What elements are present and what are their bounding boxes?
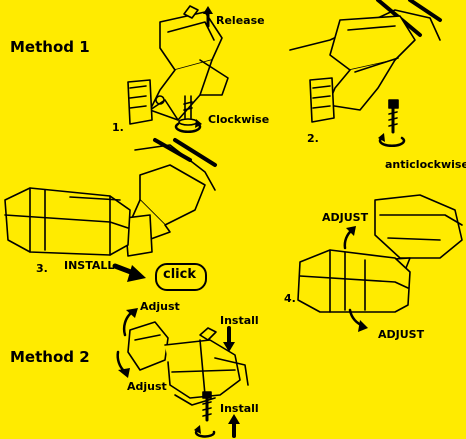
install-label: INSTALL [64,259,115,272]
step-3-number: 3. [36,262,48,275]
method2-adjust-bottom-arrow-icon [116,350,130,378]
step-1-number: 1. [112,121,124,134]
adjust-down-arrow-icon [348,308,368,332]
mount-illustration-step2 [289,0,442,123]
step-4-number: 4. [284,292,296,305]
mount-illustration-step1 [127,5,229,126]
adjust-top-label: ADJUST [322,211,369,224]
method2-rotate-arrow-icon [194,425,216,438]
light-adjust-illustration [297,194,463,313]
step-2-number: 2. [307,132,319,145]
method-1-heading: Method 1 [10,38,90,56]
adjust-bottom-label: ADJUST [378,328,425,341]
clockwise-label: Clockwise [208,113,270,126]
light-install-illustration [4,138,217,257]
anticlockwise-label: anticlockwise [385,158,466,171]
method2-adjust-top-arrow-icon [122,308,138,337]
click-callout [155,263,207,291]
method2-illustration [127,321,249,422]
method2-install-top-label: Install [220,314,259,327]
method2-install-bottom-label: Install [220,402,259,415]
method2-adjust-top-label: Adjust [140,300,180,313]
method2-install-down-arrow-icon [223,326,235,352]
method2-adjust-bottom-label: Adjust [127,380,167,393]
loose-screw-icon [388,99,399,134]
install-arrow-icon [112,263,146,282]
method-2-heading: Method 2 [10,348,90,366]
adjust-up-arrow-icon [343,226,356,250]
clockwise-arrow-icon [174,119,202,134]
release-label: Release [216,14,265,27]
click-label: click [163,267,196,282]
anticlockwise-arrow-icon [378,133,406,148]
method2-install-up-arrow-icon [228,414,240,438]
